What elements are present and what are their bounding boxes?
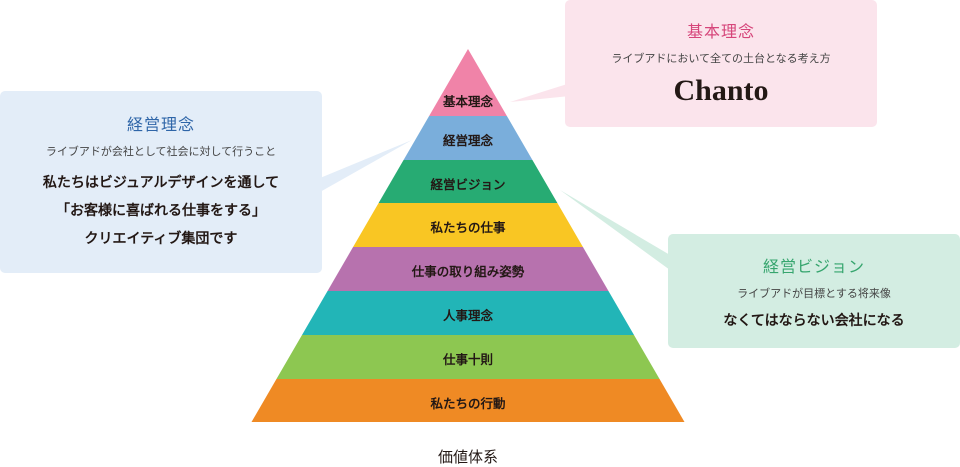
- callout-line: 「お客様に喜ばれる仕事をする」: [56, 203, 266, 219]
- vision-pointer: [560, 190, 670, 270]
- pyramid-layer-label: 私たちの行動: [430, 395, 506, 411]
- callout-line: クリエイティブ集団です: [84, 231, 238, 247]
- pyramid-layer: [276, 335, 660, 379]
- pyramid-layer: [403, 116, 533, 160]
- pyramid-layer: [251, 379, 685, 422]
- callout-subtitle: ライブアドにおいて全ての土台となる考え方: [611, 52, 831, 65]
- callout-title: 経営理念: [126, 115, 195, 134]
- pyramid-layer: [378, 160, 558, 203]
- pyramid-layer-label: 私たちの仕事: [430, 220, 506, 235]
- pyramid-layer-label: 仕事の取り組み姿勢: [411, 264, 525, 279]
- pyramid-layer-label: 基本理念: [442, 94, 493, 109]
- callout-main: なくてはならない会社になる: [723, 313, 905, 329]
- callout-main: Chanto: [673, 74, 769, 107]
- pyramid-layer: [353, 203, 583, 247]
- pyramid-layer-label: 経営理念: [442, 133, 493, 148]
- pyramid-layer-label: 人事理念: [442, 308, 493, 323]
- pyramid-layer-label: 経営ビジョン: [430, 176, 506, 192]
- pyramid-layer: [429, 49, 507, 116]
- callout-subtitle: ライブアドが会社として社会に対して行うこと: [45, 145, 277, 158]
- management-vision-callout: 経営ビジョン ライブアドが目標とする将来像 なくてはならない会社になる: [668, 234, 960, 348]
- pyramid-layer: [301, 291, 635, 335]
- management-philosophy-callout: 経営理念 ライブアドが会社として社会に対して行うこと 私たちはビジュアルデザイン…: [0, 91, 322, 273]
- management-pointer: [320, 140, 412, 192]
- callout-title: 経営ビジョン: [762, 257, 865, 276]
- pyramid-caption: 価値体系: [437, 448, 498, 466]
- basic-philosophy-callout: 基本理念 ライブアドにおいて全ての土台となる考え方 Chanto: [565, 0, 877, 127]
- callout-subtitle: ライブアドが目標とする将来像: [737, 287, 891, 300]
- pyramid-layer-label: 仕事十則: [442, 352, 493, 367]
- basic-pointer: [510, 80, 580, 102]
- pyramid-layer: [327, 247, 609, 291]
- callout-title: 基本理念: [686, 22, 755, 41]
- callout-line: 私たちはビジュアルデザインを通して: [42, 175, 280, 191]
